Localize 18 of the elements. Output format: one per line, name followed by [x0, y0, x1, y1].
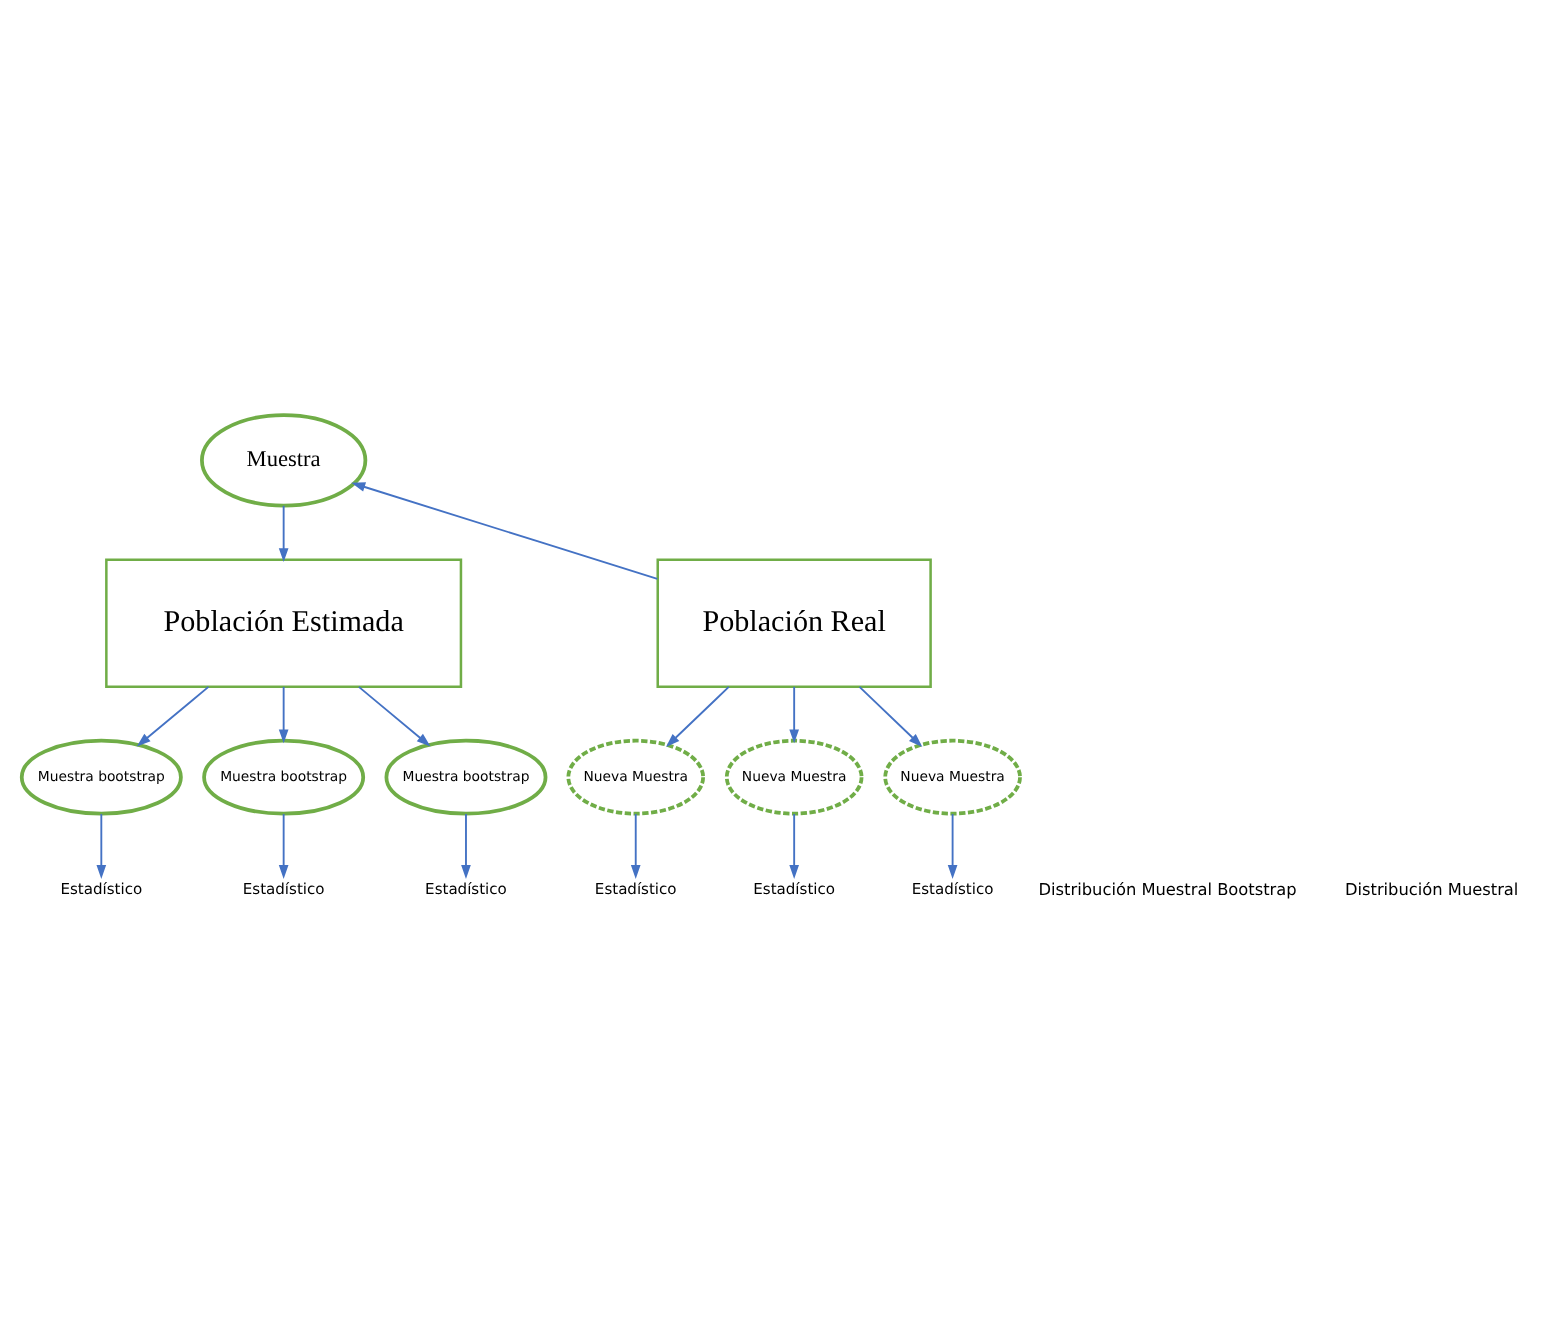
node-box: Población Real [656, 558, 932, 688]
arrow [789, 685, 799, 744]
arrow [351, 482, 659, 580]
arrow [357, 685, 431, 747]
arrow [96, 813, 107, 879]
label: Distribución Muestral Bootstrap [1038, 878, 1297, 899]
arrow [136, 685, 210, 747]
arrow [278, 685, 289, 744]
arrow [278, 504, 289, 563]
arrow [278, 813, 289, 879]
arrow [461, 813, 471, 879]
arrow [665, 685, 730, 747]
arrow [947, 813, 958, 879]
arrow [630, 813, 641, 879]
label: Distribución Muestral [1344, 878, 1519, 899]
arrow [858, 685, 923, 747]
arrow [789, 813, 799, 879]
node-box: Población Estimada [105, 558, 463, 688]
